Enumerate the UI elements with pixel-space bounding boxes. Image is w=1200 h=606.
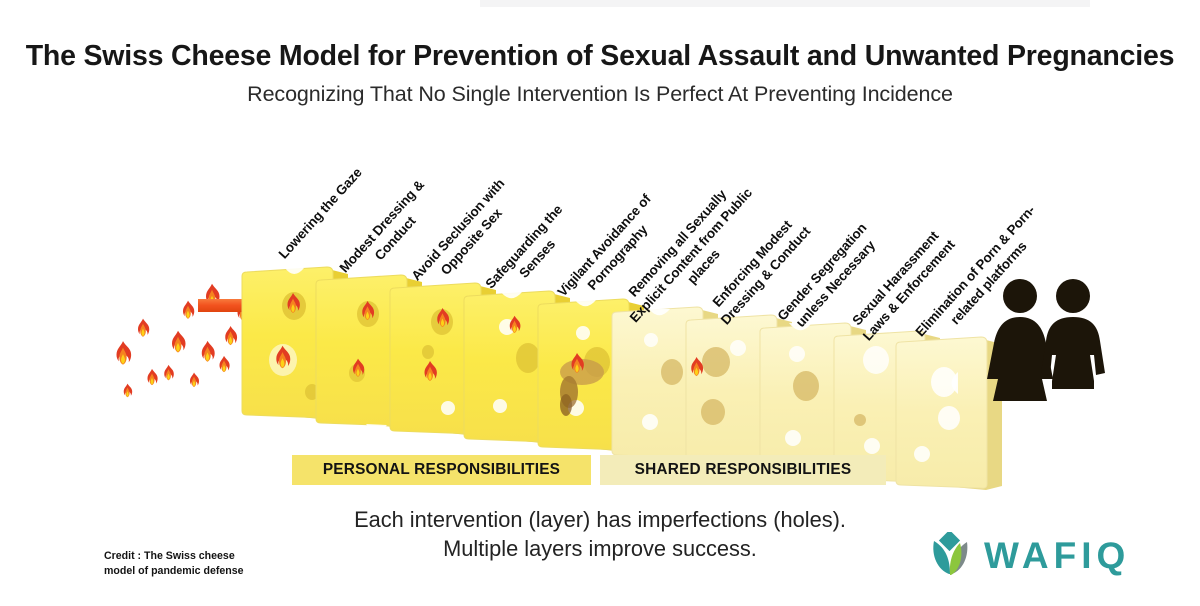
caption-block: Each intervention (layer) has imperfecti… xyxy=(0,506,1200,564)
banner-shared-responsibilities: SHARED RESPONSIBILITIES xyxy=(600,455,886,485)
top-edge-band xyxy=(480,0,1090,7)
cheese-slice-group-personal xyxy=(241,266,645,453)
wafiq-wordmark: WAFIQ xyxy=(984,534,1131,576)
credit-block: Credit : The Swiss cheese model of pande… xyxy=(104,549,344,579)
cheese-slice-7 xyxy=(685,314,793,471)
credit-line-1: Credit : The Swiss cheese xyxy=(104,550,235,562)
page-title: The Swiss Cheese Model for Prevention of… xyxy=(25,40,1175,72)
male-silhouette-icon xyxy=(1041,279,1105,389)
caption-line-1: Each intervention (layer) has imperfecti… xyxy=(354,507,846,532)
cheese-slice-4 xyxy=(463,290,571,445)
credit-line-2: model of pandemic defense xyxy=(104,565,244,578)
wafiq-logo: WAFIQ xyxy=(925,532,1130,578)
cheese-slice-9 xyxy=(833,330,941,485)
banner-personal-responsibilities: PERSONAL RESPONSIBILITIES xyxy=(292,455,591,485)
cheese-slice-8 xyxy=(759,322,867,477)
leaf-plant-icon xyxy=(933,532,968,575)
scorch-smudge xyxy=(560,359,604,416)
female-silhouette-icon xyxy=(987,279,1053,401)
caption-line-2: Multiple layers improve success. xyxy=(443,535,757,561)
page-subtitle: Recognizing That No Single Intervention … xyxy=(247,82,953,106)
cheese-slice-group-shared xyxy=(611,306,1003,491)
cheese-slice-10 xyxy=(895,336,1003,491)
protected-people-group xyxy=(987,279,1105,401)
cheese-slice-6 xyxy=(611,306,719,461)
